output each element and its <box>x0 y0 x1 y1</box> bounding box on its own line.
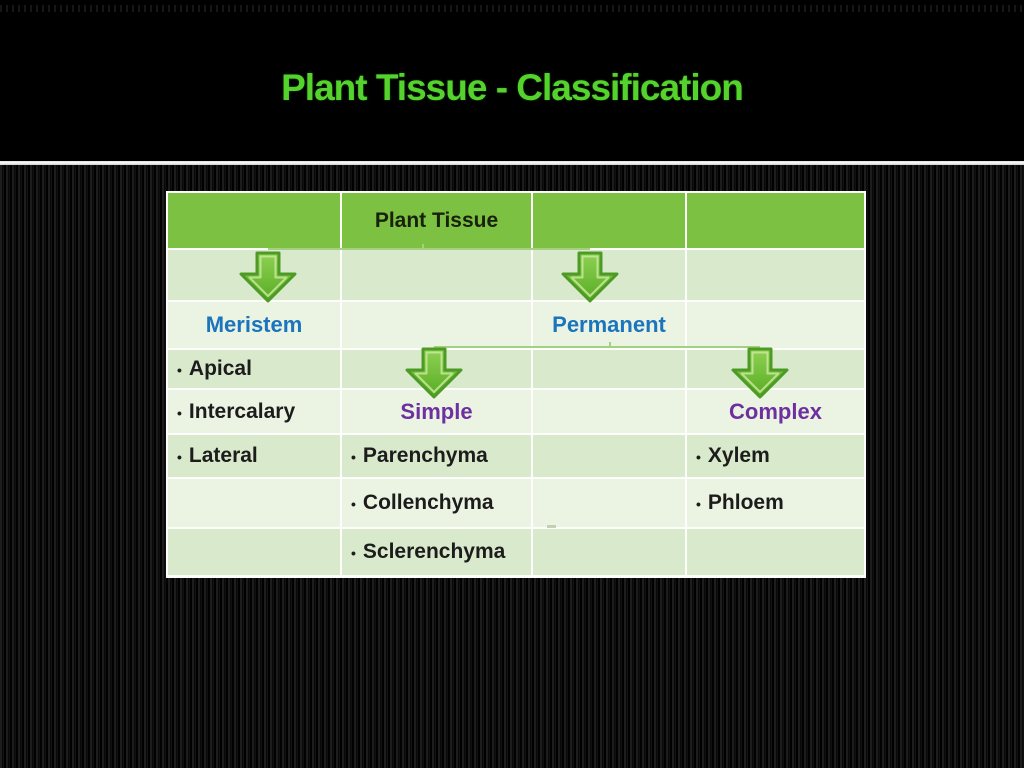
bullet-icon: • <box>351 545 356 561</box>
connector-stub-root <box>422 244 424 249</box>
simple-label: Simple <box>400 398 473 424</box>
complex-cell: Complex <box>687 390 864 433</box>
apical-label: Apical <box>188 357 252 380</box>
sclerenchyma-item: • Sclerenchyma <box>351 540 505 564</box>
empty-cell <box>342 250 531 300</box>
sclerenchyma-label: Sclerenchyma <box>362 540 506 563</box>
down-arrow-icon <box>731 347 789 399</box>
empty-cell <box>687 250 864 300</box>
down-arrow-icon <box>405 347 463 399</box>
phloem-label: Phloem <box>707 491 784 514</box>
permanent-label: Permanent <box>552 312 666 337</box>
empty-cell <box>533 390 685 433</box>
empty-cell <box>533 479 685 527</box>
bullet-icon: • <box>177 449 182 465</box>
lateral-item: • Lateral <box>177 444 258 468</box>
lateral-label: Lateral <box>188 444 258 467</box>
apical-cell: • Apical <box>168 350 340 388</box>
xylem-label: Xylem <box>707 444 770 467</box>
phloem-cell: • Phloem <box>687 479 864 527</box>
down-arrow-icon <box>561 251 619 303</box>
connector-line-level1 <box>268 248 590 250</box>
collenchyma-label: Collenchyma <box>362 491 494 514</box>
intercalary-label: Intercalary <box>188 399 296 423</box>
xylem-item: • Xylem <box>696 444 770 468</box>
sclerenchyma-cell: • Sclerenchyma <box>342 529 531 575</box>
empty-cell <box>687 302 864 348</box>
top-pinstripe-strip <box>0 5 1024 12</box>
root-node-label: Plant Tissue <box>374 208 499 232</box>
bullet-icon: • <box>696 496 701 512</box>
empty-cell <box>533 529 685 575</box>
permanent-cell: Permanent <box>533 302 685 348</box>
parenchyma-item: • Parenchyma <box>351 444 488 468</box>
bullet-icon: • <box>177 404 182 421</box>
phloem-item: • Phloem <box>696 491 784 515</box>
bullet-icon: • <box>696 449 701 465</box>
parenchyma-label: Parenchyma <box>362 444 488 467</box>
complex-label: Complex <box>729 398 822 424</box>
empty-cell <box>533 435 685 477</box>
empty-cell <box>687 529 864 575</box>
header-empty-cell <box>168 193 340 248</box>
empty-cell <box>168 479 340 527</box>
simple-cell: Simple <box>342 390 531 433</box>
intercalary-item: • Intercalary <box>177 400 295 424</box>
empty-cell <box>342 302 531 348</box>
intercalary-cell: • Intercalary <box>168 390 340 433</box>
parenchyma-cell: • Parenchyma <box>342 435 531 477</box>
xylem-cell: • Xylem <box>687 435 864 477</box>
slide-title: Plant Tissue - Classification <box>281 67 744 108</box>
root-node-cell: Plant Tissue <box>342 193 531 248</box>
header-empty-cell <box>533 193 685 248</box>
down-arrow-icon <box>239 251 297 303</box>
stray-dash-mark <box>547 525 556 528</box>
bullet-icon: • <box>177 362 182 378</box>
connector-line-level2 <box>434 346 760 348</box>
collenchyma-item: • Collenchyma <box>351 491 494 515</box>
collenchyma-cell: • Collenchyma <box>342 479 531 527</box>
header-empty-cell <box>687 193 864 248</box>
apical-item: • Apical <box>177 357 252 381</box>
title-divider-line <box>0 161 1024 165</box>
connector-stub-permanent <box>609 342 611 347</box>
meristem-label: Meristem <box>205 312 303 337</box>
bullet-icon: • <box>351 496 356 512</box>
lateral-cell: • Lateral <box>168 435 340 477</box>
classification-table: Plant Tissue Meristem Permanent • Apical… <box>166 191 866 578</box>
meristem-cell: Meristem <box>168 302 340 348</box>
empty-cell <box>533 350 685 388</box>
bullet-icon: • <box>351 449 356 465</box>
empty-cell <box>168 529 340 575</box>
